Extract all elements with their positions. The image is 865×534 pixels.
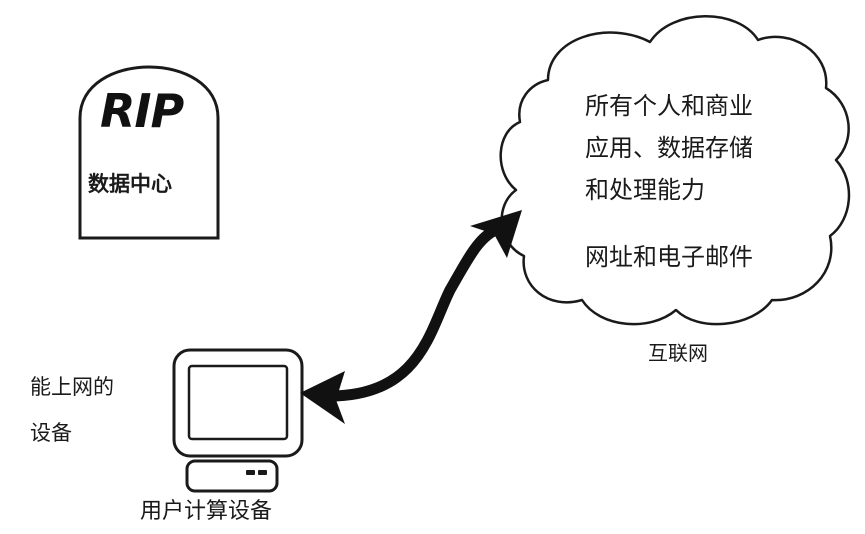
tombstone-title: RIP — [100, 84, 184, 138]
cloud-icon — [499, 15, 851, 326]
cloud-text-line-1: 所有个人和商业 — [585, 92, 753, 120]
computer-caption: 用户计算设备 — [140, 499, 273, 524]
device-label-line-1: 能上网的 — [30, 375, 114, 399]
cloud-text-line-4: 网址和电子邮件 — [585, 243, 753, 271]
tombstone-subtitle: 数据中心 — [88, 172, 172, 196]
device-label-line-2: 设备 — [30, 421, 72, 445]
cloud-label: 互联网 — [648, 341, 708, 365]
double-headed-arrow-icon — [300, 210, 522, 424]
tombstone-icon — [78, 65, 220, 240]
cloud-text-line-3: 和处理能力 — [585, 176, 705, 204]
cloud-text-line-2: 应用、数据存储 — [585, 134, 753, 162]
computer-icon — [172, 348, 304, 493]
